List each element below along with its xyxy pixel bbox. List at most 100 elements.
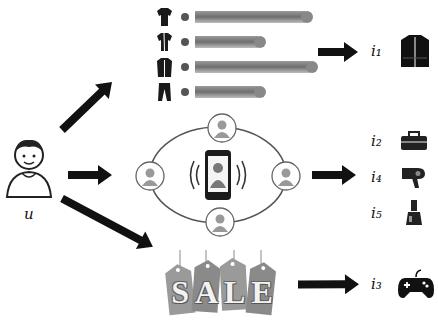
user-icon-part: [33, 155, 36, 158]
jacket-icon-part: [415, 37, 416, 67]
item-node: i₂: [367, 131, 429, 151]
item-node: i₅: [367, 200, 431, 226]
hairdryer-icon-part: [412, 178, 419, 188]
friend-avatar: [136, 162, 164, 190]
sale-tags-part: [180, 250, 261, 266]
dot: [181, 13, 189, 21]
block-arrow: [60, 195, 153, 249]
nail-polish-icon-part: [409, 216, 412, 222]
bar-cap: [306, 61, 318, 73]
phone-person: [213, 163, 223, 173]
friend-avatar-part: [212, 226, 228, 232]
block-arrow: [68, 165, 112, 185]
shirt-icon: [157, 8, 172, 26]
friend-avatar-part: [214, 132, 230, 138]
block-arrow: [298, 274, 359, 294]
friend-avatar-part: [208, 114, 236, 142]
pants-icon: [158, 83, 171, 101]
friend-avatar: [206, 208, 234, 236]
user-icon-part: [15, 140, 43, 152]
friend-avatar-part: [136, 162, 164, 190]
radio-waves: [191, 161, 246, 189]
friend-avatar: [272, 162, 300, 190]
friend-avatar-part: [282, 169, 291, 178]
block-arrow: [312, 165, 356, 185]
node-label: i₂: [371, 134, 382, 149]
dot: [181, 38, 189, 46]
coat-icon-part: [164, 60, 165, 77]
hairdryer-icon: [400, 165, 428, 189]
bar: [195, 86, 258, 98]
friend-avatar-part: [278, 180, 294, 186]
phone-person: [210, 180, 226, 188]
sale-node: SALE: [160, 250, 290, 320]
shirt-icon-part: [157, 8, 172, 26]
gamepad-icon-part: [416, 270, 421, 277]
friend-avatar: [208, 114, 236, 142]
friend-avatar-part: [146, 169, 155, 178]
toolbox-icon: [400, 131, 428, 151]
item-node: i₄: [367, 165, 429, 189]
item-node: i₃: [367, 268, 435, 300]
friend-avatar-part: [142, 180, 158, 186]
nail-polish-icon-part: [406, 212, 422, 225]
bar: [195, 61, 310, 73]
sale-tags-part-part: [176, 268, 180, 272]
shirt-icon-part: [157, 33, 172, 51]
hairdryer-icon-part: [416, 171, 421, 176]
user-icon-part: [23, 155, 26, 158]
item-node: i₁: [367, 34, 431, 68]
shirt-icon: [157, 33, 172, 51]
sale-tags-part-part: [261, 266, 265, 270]
bar-cap: [301, 11, 313, 23]
gamepad-icon-part: [404, 282, 410, 288]
toolbox-icon-part: [401, 136, 427, 150]
dot: [181, 88, 189, 96]
bar: [195, 11, 305, 23]
node-label: i₅: [371, 206, 382, 221]
bar-cap: [254, 86, 266, 98]
jacket-icon-part: [403, 58, 427, 59]
hairdryer-icon-part: [402, 168, 425, 179]
gamepad-icon-part: [425, 284, 428, 287]
user-icon-part: [7, 172, 51, 197]
sale-tags-part-part: [231, 262, 235, 266]
user-icon: [3, 135, 55, 201]
phone: [205, 150, 231, 200]
friend-avatar-part: [218, 121, 227, 130]
friend-avatar-part: [206, 208, 234, 236]
jacket-icon: [400, 34, 430, 68]
jacket-icon-part: [401, 35, 429, 67]
block-arrow: [59, 82, 112, 133]
nail-polish-icon-part: [411, 200, 417, 211]
friend-avatar-part: [216, 215, 225, 224]
toolbox-icon-part: [401, 141, 427, 143]
preference-bars: [157, 8, 318, 101]
gamepad-icon: [397, 268, 435, 300]
phone-screen: [208, 156, 228, 192]
bar-cap: [254, 36, 266, 48]
node-label: i₄: [371, 170, 382, 185]
user-node: u: [3, 135, 55, 227]
nail-polish-icon: [402, 200, 430, 226]
node-label: i₁: [371, 44, 382, 59]
shirt-icon-part: [164, 33, 166, 51]
user-icon-part: [24, 162, 34, 164]
gamepad-icon-part: [422, 281, 425, 284]
pants-icon-part: [158, 83, 171, 101]
coat-icon: [157, 58, 172, 77]
bar: [195, 36, 258, 48]
friend-avatar-part: [272, 162, 300, 190]
sale-tags-part-part: [206, 264, 210, 268]
toolbox-icon-part: [409, 132, 419, 136]
coat-icon-part: [157, 58, 172, 77]
dot: [181, 63, 189, 71]
user-icon-part: [22, 173, 36, 177]
sale-text: SALE: [160, 276, 290, 308]
gamepad-icon-part: [398, 278, 434, 298]
node-label: u: [24, 207, 34, 222]
block-arrow: [318, 42, 358, 62]
node-label: i₃: [371, 277, 382, 292]
social-network: [136, 114, 300, 236]
